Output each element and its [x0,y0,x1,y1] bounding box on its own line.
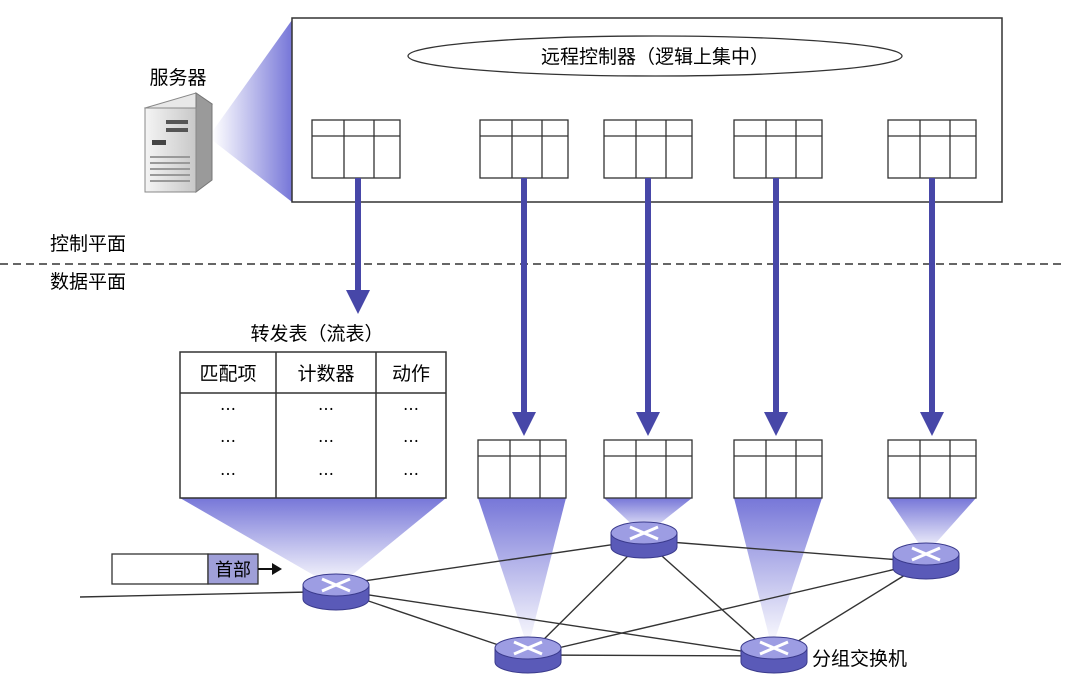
flow-table-cell: … [220,460,236,479]
switch-tables [477,439,977,499]
switch-router-icon [610,521,678,559]
switch-label: 分组交换机 [812,648,907,670]
switch-router-icon [892,542,960,580]
flow-table-cell: … [220,427,236,446]
switch-router-icon [302,573,370,611]
server-icon [143,92,214,193]
link [335,539,645,586]
link [643,539,927,563]
switch-table-3 [733,439,823,499]
control-plane-label: 控制平面 [50,233,126,255]
flow-table-cell: … [403,395,419,414]
data-plane-label: 数据平面 [50,271,126,293]
flow-table-header-match: 匹配项 [199,363,256,385]
beam-switch-3 [734,498,822,648]
switch-table-4 [887,439,977,499]
switch-router-icon [740,636,808,674]
server-label: 服务器 [149,67,206,89]
beam-switch-4 [888,498,976,554]
flow-table-cell: … [403,460,419,479]
link [335,589,775,657]
flow-table-cell: … [403,427,419,446]
beam-switch-2 [604,498,692,536]
install-arrows [346,178,944,436]
controller-label: 远程控制器（逻辑上集中） [541,46,769,68]
link [643,539,775,657]
switch-table-2 [603,439,693,499]
flow-table-beam [180,498,446,588]
beam-switch-1 [478,498,566,648]
controller-table-1 [311,119,401,179]
switch-router-icon [494,636,562,674]
packet-body [111,553,209,585]
flow-table-cell: … [220,395,236,414]
flow-table-cell: … [318,460,334,479]
flow-table-header-action: 动作 [392,363,430,385]
link [773,561,927,657]
link [79,591,311,598]
server-beam [212,20,292,202]
link [527,561,927,656]
controller-table-3 [603,119,693,179]
controller-ellipse [407,35,903,77]
packet-header-label: 首部 [215,560,251,581]
controller-tables [311,119,977,179]
link [527,654,775,657]
controller-table-5 [887,119,977,179]
switch-table-1 [477,439,567,499]
flow-table-cell: … [318,427,334,446]
projection-beams [180,20,976,648]
flow-table-header-counter: 计数器 [297,363,354,385]
flow-table-cell: … [318,395,334,414]
flow-table-title: 转发表（流表） [250,323,383,345]
controller-table-4 [733,119,823,179]
flow-table: 匹配项 计数器 动作 … … … … … … … … … [179,351,447,499]
packet-arrow-head [272,563,282,575]
packet: 首部 [111,553,282,585]
switches [302,521,960,674]
controller-table-2 [479,119,569,179]
link [527,539,645,656]
